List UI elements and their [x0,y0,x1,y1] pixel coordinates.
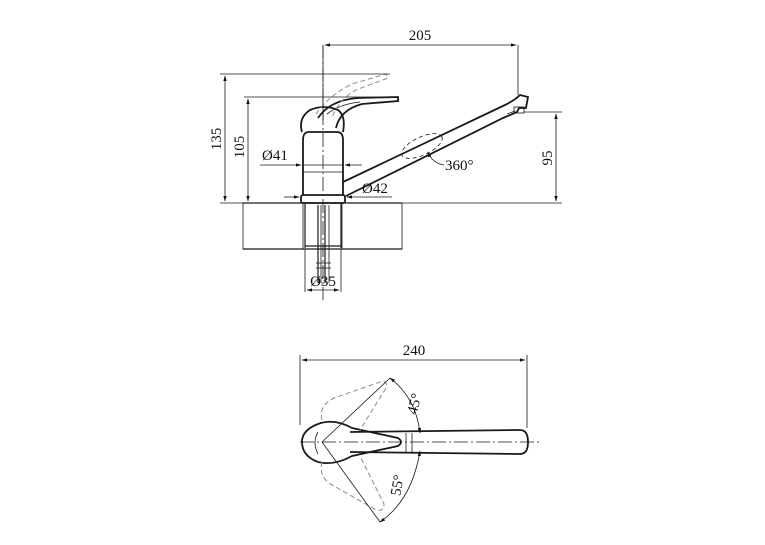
dimension-spout-height: 95 [402,111,562,204]
dim-body-diameter-label: Ø41 [262,148,288,164]
dimension-body-height: 105 [232,96,395,202]
lever-ghost-up [320,381,387,431]
dim-total-height-label: 135 [209,128,225,151]
angle-arc-down: 55° [321,441,421,523]
lever-angle-up-label: 45° [405,392,426,416]
dimension-total-height: 135 [209,73,390,204]
dimension-body-diameter: Ø41 [260,148,362,167]
side-view: 205 135 105 95 Ø41 [209,28,562,300]
dim-spout-reach-label: 205 [409,28,432,44]
angle-arc-up: 45° [321,377,426,443]
dimension-overall-length: 240 [299,343,528,428]
dim-base-diameter-label: Ø42 [362,181,388,197]
dimension-base-diameter: Ø42 [284,181,392,199]
countertop-section [242,202,403,250]
dim-body-height-label: 105 [232,136,248,159]
dimension-spout-reach: 205 [322,28,519,120]
top-view: 240 45° 55° [299,343,540,523]
dim-spout-height-label: 95 [540,151,556,166]
lever-handle-top [301,420,402,465]
dim-overall-length-label: 240 [403,343,426,359]
lever-handle [315,73,399,129]
swivel-angle-callout: 360° [427,151,474,174]
dimension-mount-diameter: Ø35 [304,249,342,292]
spout [342,94,530,197]
swivel-angle-label: 360° [445,158,474,174]
lever-ghost-down [320,455,385,511]
dim-mount-diameter-label: Ø35 [310,274,336,290]
lever-angle-down-label: 55° [388,474,407,497]
